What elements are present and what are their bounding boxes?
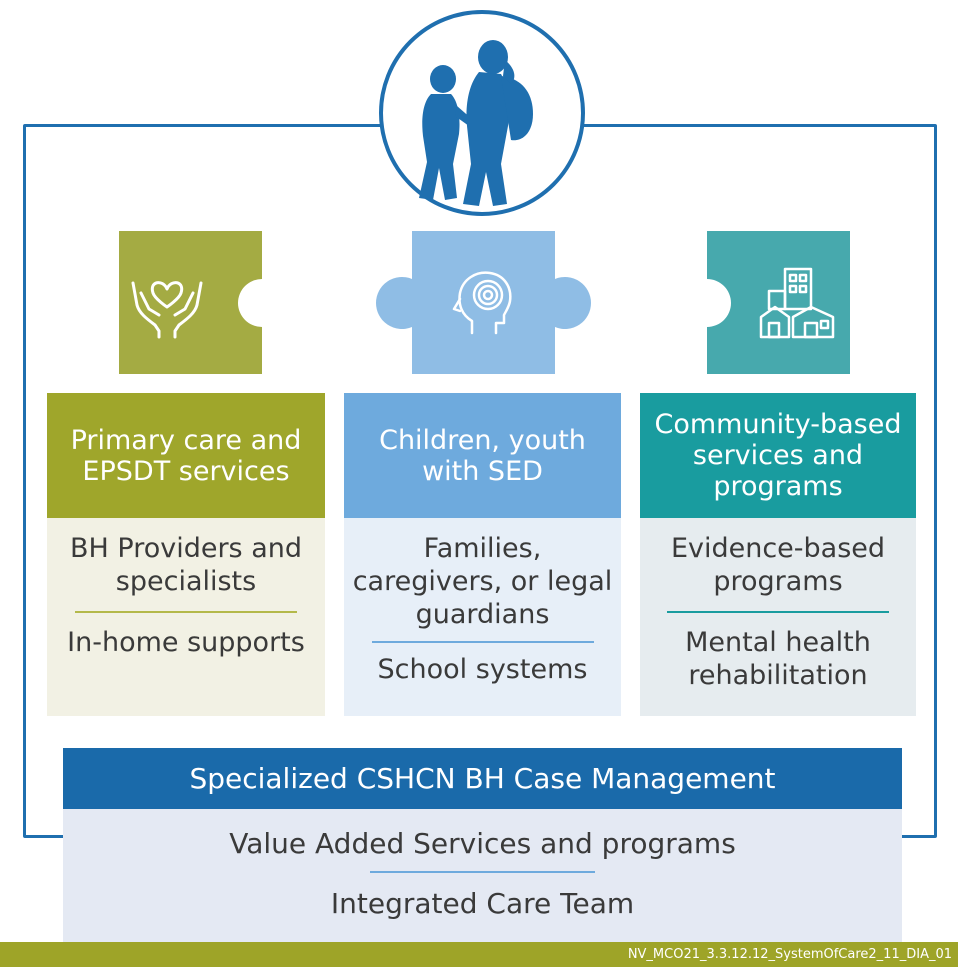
column-item: Evidence-based programs [670,533,886,597]
column-item: School systems [377,654,588,685]
column-item: In-home supports [67,627,305,658]
item-divider [370,871,595,873]
column-body-community: Evidence-based programs Mental health re… [640,518,916,716]
puzzle-piece-children-youth [376,231,591,374]
column-item: BH Providers and specialists [69,533,303,597]
item-divider [75,611,297,613]
column-header-label: Primary care and EPSDT services [70,424,302,487]
head-mind-icon [452,271,512,335]
column-header-community: Community-based services and programs [640,393,916,518]
puzzle-piece-primary-care [119,231,262,374]
community-buildings-icon [759,267,835,339]
column-item: Families, caregivers, or legal guardians [352,533,613,630]
case-management-label: Specialized CSHCN BH Case Management [189,762,776,795]
column-item: Mental health rehabilitation [685,627,871,691]
caring-hands-heart-icon [131,281,203,339]
bottom-item: Value Added Services and programs [229,827,736,860]
bottom-item: Integrated Care Team [330,887,635,920]
item-divider [667,611,889,613]
puzzle-piece-community [707,231,850,374]
item-divider [371,641,594,643]
case-management-header: Specialized CSHCN BH Case Management [63,748,902,809]
column-body-children-youth: Families, caregivers, or legal guardians… [344,518,621,716]
column-header-label: Community-based services and programs [654,409,902,502]
case-management-body: Value Added Services and programs Integr… [63,809,902,942]
footer-bar: NV_MCO21_3.3.12.12_SystemOfCare2_11_DIA_… [0,942,958,967]
children-silhouette-icon [419,40,533,206]
hero-circle [379,10,585,216]
column-body-primary-care: BH Providers and specialists In-home sup… [47,518,325,716]
column-header-label: Children, youth with SED [379,424,586,487]
footer-code: NV_MCO21_3.3.12.12_SystemOfCare2_11_DIA_… [627,947,952,962]
column-header-children-youth: Children, youth with SED [344,393,621,518]
column-header-primary-care: Primary care and EPSDT services [47,393,325,518]
